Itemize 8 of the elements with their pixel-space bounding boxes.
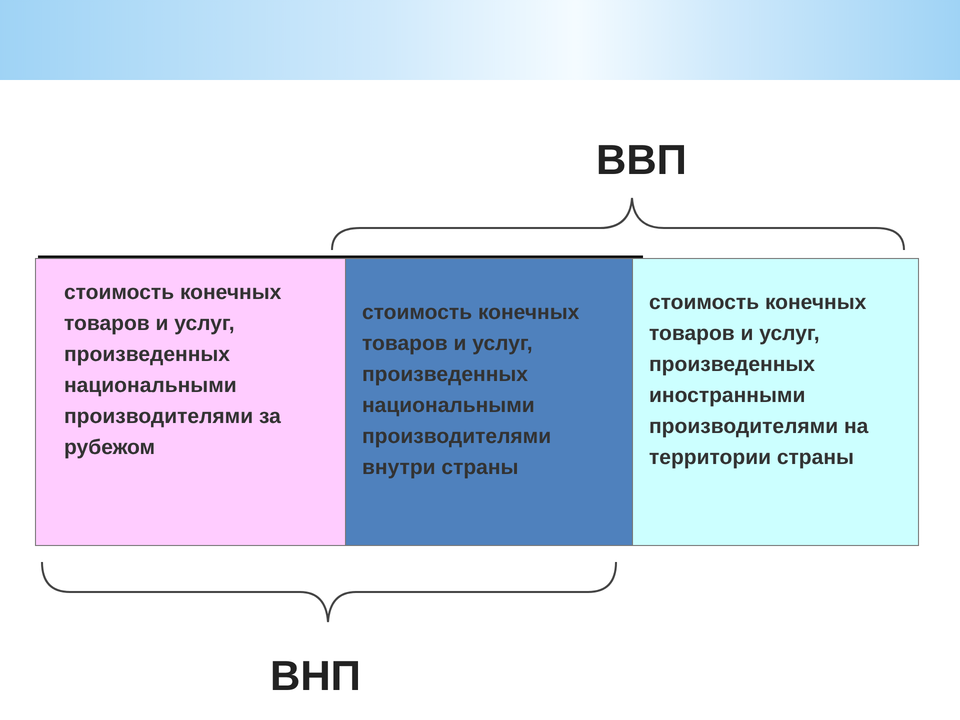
box-text: стоимость конечных товаров и услуг, произведенных национальными производителями за рубежом — [64, 280, 282, 461]
box-text: стоимость конечных товаров и услуг, произведенных национальными производителями внутри страны — [362, 300, 580, 481]
box-text: стоимость конечных товаров и услуг, произведенных иностранными производителями на территории страны — [649, 290, 870, 471]
bracket-label: ВВП — [596, 136, 687, 184]
value-box — [345, 258, 633, 546]
value-box — [632, 258, 919, 546]
value-box — [35, 258, 346, 546]
bracket-label: ВНП — [270, 652, 361, 700]
